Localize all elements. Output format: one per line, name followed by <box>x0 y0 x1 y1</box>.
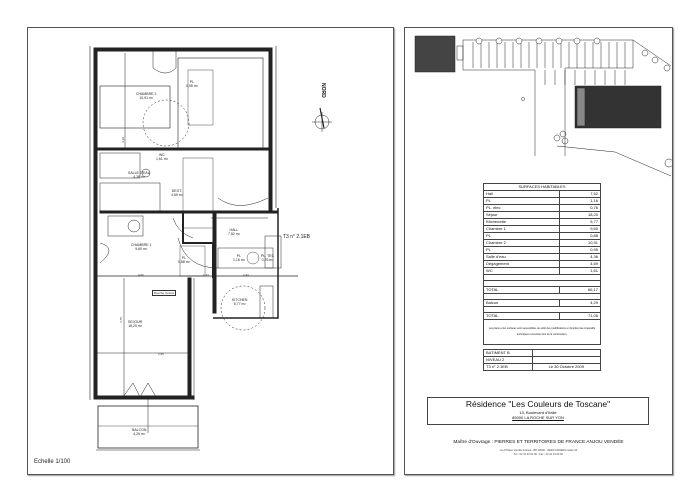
residence-address-2: 85000 LA ROCHE SUR YON <box>512 415 564 420</box>
annotation-callout: Bouche cuisine <box>152 290 177 296</box>
floor-plan-drawing <box>89 46 332 451</box>
residence-title-box: Résidence "Les Couleurs de Toscane" 13, … <box>427 397 649 425</box>
logement-label: T3 n° 2.1EB <box>483 363 533 371</box>
scale-label: Echelle 1/100 <box>34 459 71 465</box>
niveau-label: NIVEAU 2 <box>483 356 533 364</box>
site-plan <box>414 35 672 177</box>
batiment-label: BATIMENT B <box>483 349 533 357</box>
maitre-ouvrage-details: rue 8 Place Vendée France - BP 20000 - 4… <box>499 449 578 456</box>
north-label: NORD <box>320 83 326 98</box>
disclaimer-note: Les plans et les surfaces sont susceptib… <box>483 319 601 345</box>
dimension: 2,43 <box>243 273 249 277</box>
date-label: Le 30 Octobre 2009 <box>531 363 602 371</box>
dimension: 1,33 <box>203 273 209 277</box>
dimension: 4,75 <box>118 317 123 323</box>
surfaces-table-header: SURFACES HABITABLES <box>483 183 601 191</box>
dimension: 3,39 <box>120 137 125 143</box>
room-label-degagement: DEGT.4,69 m² <box>171 189 183 197</box>
residence-title: Résidence "Les Couleurs de Toscane" <box>465 399 611 409</box>
unit-label: T3 n° 2.1EB <box>283 234 311 240</box>
dimension: 4,66 <box>138 273 144 277</box>
residence-address-1: 13, Boulevard d'Italie <box>519 410 557 415</box>
maitre-ouvrage: Maître d'Ouvrage : PIERRES ET TERRITOIRE… <box>453 440 624 445</box>
dimension: 2,95 <box>158 352 164 356</box>
